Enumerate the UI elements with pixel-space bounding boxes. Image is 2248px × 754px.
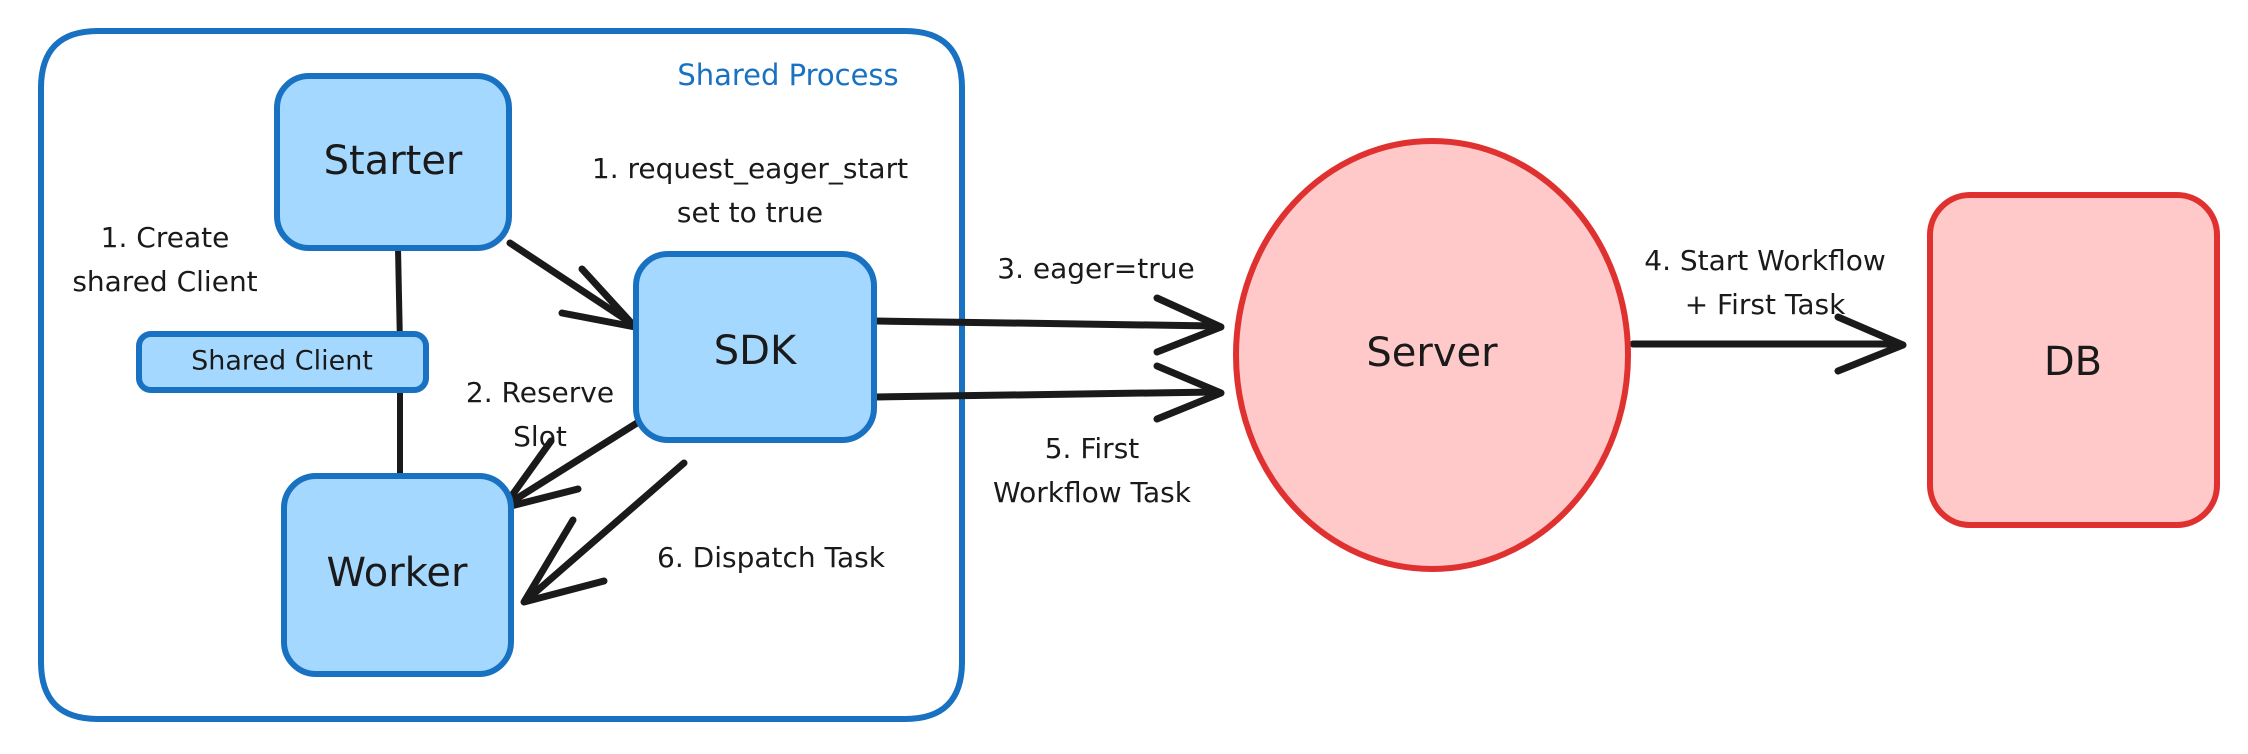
node-shared-client-shape — [136, 331, 429, 393]
node-server[interactable]: Server — [1233, 138, 1631, 572]
edge-label-request-eager-start: 1. request_eager_start set to true — [592, 152, 908, 229]
edge-label-dispatch-task: 6. Dispatch Task — [657, 541, 886, 574]
node-db[interactable]: DB — [1927, 192, 2220, 528]
node-sdk-shape — [633, 251, 877, 443]
node-sdk-label: SDK — [714, 328, 798, 374]
edge-label-reserve-slot-line2: Slot — [513, 420, 567, 453]
edge-label-create-shared-client: 1. Create shared Client — [72, 221, 257, 298]
arrow-eager-true — [872, 294, 1225, 356]
edge-label-eager-true-line1: 3. eager=true — [997, 252, 1194, 285]
edge-label-create-shared-client-line2: shared Client — [72, 265, 257, 298]
node-starter-shape — [274, 73, 512, 251]
edge-label-first-workflow-task-line1: 5. First — [1045, 432, 1140, 465]
node-shared-client[interactable]: Shared Client — [136, 331, 429, 393]
edge-label-start-workflow-line1: 4. Start Workflow — [1644, 244, 1886, 277]
node-db-shape — [1927, 192, 2220, 528]
node-worker[interactable]: Worker — [281, 473, 514, 677]
edge-label-create-shared-client-line1: 1. Create — [101, 221, 230, 254]
arrow-dispatch-task — [520, 459, 688, 606]
edge-label-start-workflow: 4. Start Workflow + First Task — [1644, 244, 1886, 321]
shared-process-container[interactable] — [38, 28, 965, 722]
edge-label-first-workflow-task: 5. First Workflow Task — [993, 432, 1192, 509]
edge-label-request-eager-start-line1: 1. request_eager_start — [592, 152, 908, 185]
node-db-label: DB — [2044, 339, 2102, 385]
arrow-first-workflow-task — [872, 362, 1225, 423]
edge-label-request-eager-start-line2: set to true — [677, 196, 823, 229]
edge-label-reserve-slot-line1: 2. Reserve — [466, 376, 614, 409]
shared-process-border — [38, 28, 965, 722]
arrow-start-workflow — [1629, 313, 1907, 375]
node-server-shape — [1233, 138, 1631, 572]
edge-label-start-workflow-line2: + First Task — [1685, 288, 1846, 321]
node-sdk[interactable]: SDK — [633, 251, 877, 443]
node-starter-label: Starter — [324, 138, 463, 184]
edge-label-reserve-slot: 2. Reserve Slot — [466, 376, 614, 453]
edge-label-eager-true: 3. eager=true — [997, 252, 1194, 285]
node-worker-shape — [281, 473, 514, 677]
edge-label-dispatch-task-line1: 6. Dispatch Task — [657, 541, 886, 574]
arrow-request-eager-start — [506, 239, 639, 331]
shared-process-label: Shared Process — [677, 58, 898, 92]
edge-starter-shared-client — [395, 245, 403, 348]
edge-label-first-workflow-task-line2: Workflow Task — [993, 476, 1192, 509]
node-worker-label: Worker — [327, 550, 468, 596]
node-server-label: Server — [1366, 330, 1498, 376]
node-shared-client-label: Shared Client — [191, 346, 373, 377]
node-starter[interactable]: Starter — [274, 73, 512, 251]
